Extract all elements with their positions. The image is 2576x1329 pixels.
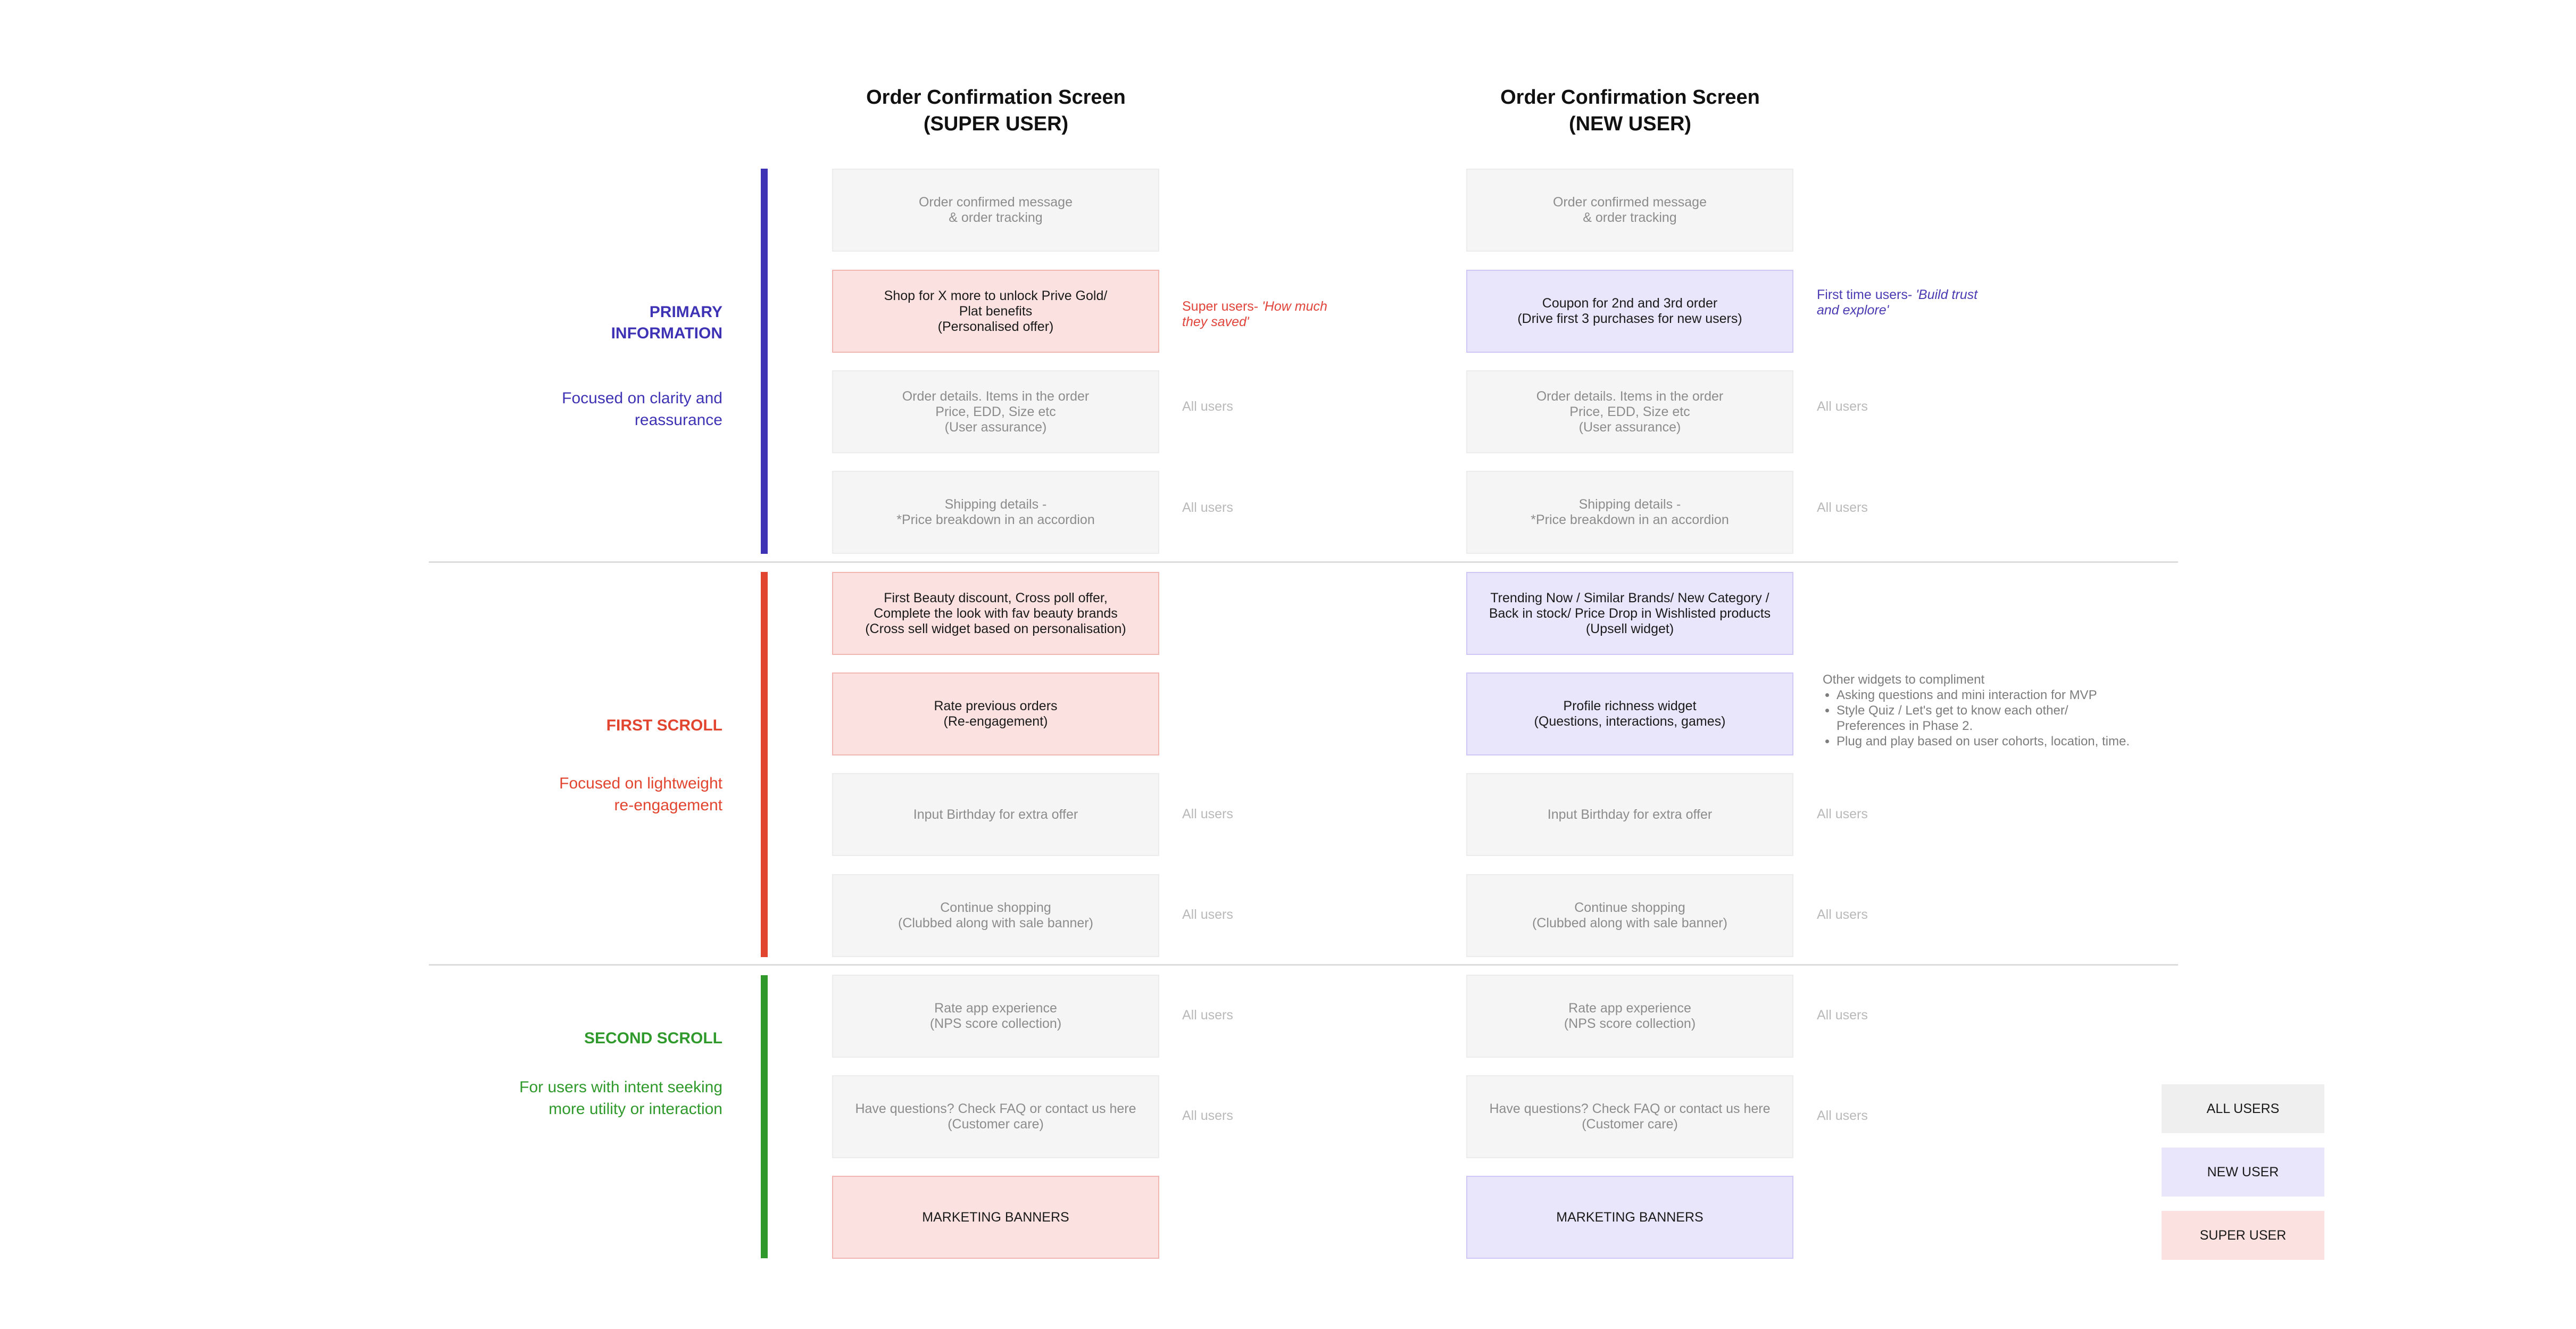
primary-section-bar	[761, 169, 768, 554]
first-scroll-section-title: FIRST SCROLL	[606, 717, 722, 734]
new-marketing-banners-box: MARKETING BANNERS	[1466, 1176, 1793, 1259]
new-continue-shopping-box: Continue shopping (Clubbed along with sa…	[1466, 874, 1793, 957]
super-faq-box: Have questions? Check FAQ or contact us …	[832, 1075, 1159, 1158]
new-all-users-note-faq: All users	[1817, 1108, 1868, 1123]
super-all-users-note-faq: All users	[1182, 1108, 1233, 1123]
new-user-column-title: Order Confirmation Screen (NEW USER)	[1500, 86, 1760, 135]
super-continue-shopping-box: Continue shopping (Clubbed along with sa…	[832, 874, 1159, 957]
new-all-users-note-continue: All users	[1817, 907, 1868, 922]
new-coupon-box: Coupon for 2nd and 3rd order (Drive firs…	[1466, 270, 1793, 353]
legend-super-user: SUPER USER	[2162, 1211, 2324, 1260]
new-rate-app-box: Rate app experience (NPS score collectio…	[1466, 975, 1793, 1058]
second-scroll-section-subtitle: For users with intent seeking more utili…	[519, 1078, 722, 1118]
new-profile-richness-box: Profile richness widget (Questions, inte…	[1466, 672, 1793, 755]
super-cross-sell-box: First Beauty discount, Cross poll offer,…	[832, 572, 1159, 655]
legend-all-users: ALL USERS	[2162, 1084, 2324, 1133]
super-all-users-note-continue: All users	[1182, 907, 1233, 922]
new-upsell-widget-box: Trending Now / Similar Brands/ New Categ…	[1466, 572, 1793, 655]
second-scroll-section-title: SECOND SCROLL	[584, 1029, 722, 1047]
new-trust-note: First time users- 'Build trust and explo…	[1817, 287, 1998, 318]
second-scroll-section-bar	[761, 975, 768, 1258]
primary-section-title: PRIMARY INFORMATION	[611, 303, 722, 342]
new-all-users-note-birthday: All users	[1817, 807, 1868, 821]
super-all-users-note-rate-app: All users	[1182, 1008, 1233, 1023]
section-divider-1	[429, 561, 2178, 563]
section-divider-2	[429, 964, 2178, 966]
super-saved-quote: 'How much they saved'	[1182, 299, 1327, 329]
super-shop-more-offer-box: Shop for X more to unlock Prive Gold/ Pl…	[832, 270, 1159, 353]
new-all-users-note-order-details: All users	[1817, 399, 1868, 414]
super-saved-note: Super users- 'How much they saved'	[1182, 299, 1352, 330]
other-widgets-item: Asking questions and mini interaction fo…	[1837, 687, 2195, 703]
super-all-users-note-birthday: All users	[1182, 807, 1233, 821]
legend-new-user: NEW USER	[2162, 1148, 2324, 1197]
first-scroll-section-bar	[761, 572, 768, 957]
new-input-birthday-box: Input Birthday for extra offer	[1466, 773, 1793, 856]
super-input-birthday-box: Input Birthday for extra offer	[832, 773, 1159, 856]
super-user-column-title: Order Confirmation Screen (SUPER USER)	[866, 86, 1126, 135]
other-widgets-heading: Other widgets to compliment	[1823, 672, 1985, 687]
super-all-users-note-order-details: All users	[1182, 399, 1233, 414]
super-saved-prefix: Super users-	[1182, 299, 1262, 314]
other-widgets-item: Plug and play based on user cohorts, loc…	[1837, 734, 2195, 749]
super-order-details-box: Order details. Items in the order Price,…	[832, 370, 1159, 453]
other-widgets-note: Other widgets to compliment Asking quest…	[1823, 672, 2195, 749]
new-shipping-details-box: Shipping details - *Price breakdown in a…	[1466, 471, 1793, 554]
other-widgets-item: Style Quiz / Let's get to know each othe…	[1837, 703, 2195, 734]
super-marketing-banners-box: MARKETING BANNERS	[832, 1176, 1159, 1259]
new-order-details-box: Order details. Items in the order Price,…	[1466, 370, 1793, 453]
new-all-users-note-rate-app: All users	[1817, 1008, 1868, 1023]
super-rate-previous-orders-box: Rate previous orders (Re-engagement)	[832, 672, 1159, 755]
new-trust-quote: 'Build trust and explore'	[1817, 287, 1978, 318]
primary-section-subtitle: Focused on clarity and reassurance	[562, 389, 722, 429]
other-widgets-list: Asking questions and mini interaction fo…	[1823, 687, 2195, 749]
super-rate-app-box: Rate app experience (NPS score collectio…	[832, 975, 1159, 1058]
first-scroll-section-subtitle: Focused on lightweight re-engagement	[559, 775, 722, 814]
super-shipping-details-box: Shipping details - *Price breakdown in a…	[832, 471, 1159, 554]
new-order-confirmed-box: Order confirmed message & order tracking	[1466, 169, 1793, 252]
new-trust-prefix: First time users-	[1817, 287, 1916, 302]
super-order-confirmed-box: Order confirmed message & order tracking	[832, 169, 1159, 252]
new-faq-box: Have questions? Check FAQ or contact us …	[1466, 1075, 1793, 1158]
new-all-users-note-shipping: All users	[1817, 500, 1868, 515]
super-all-users-note-shipping: All users	[1182, 500, 1233, 515]
